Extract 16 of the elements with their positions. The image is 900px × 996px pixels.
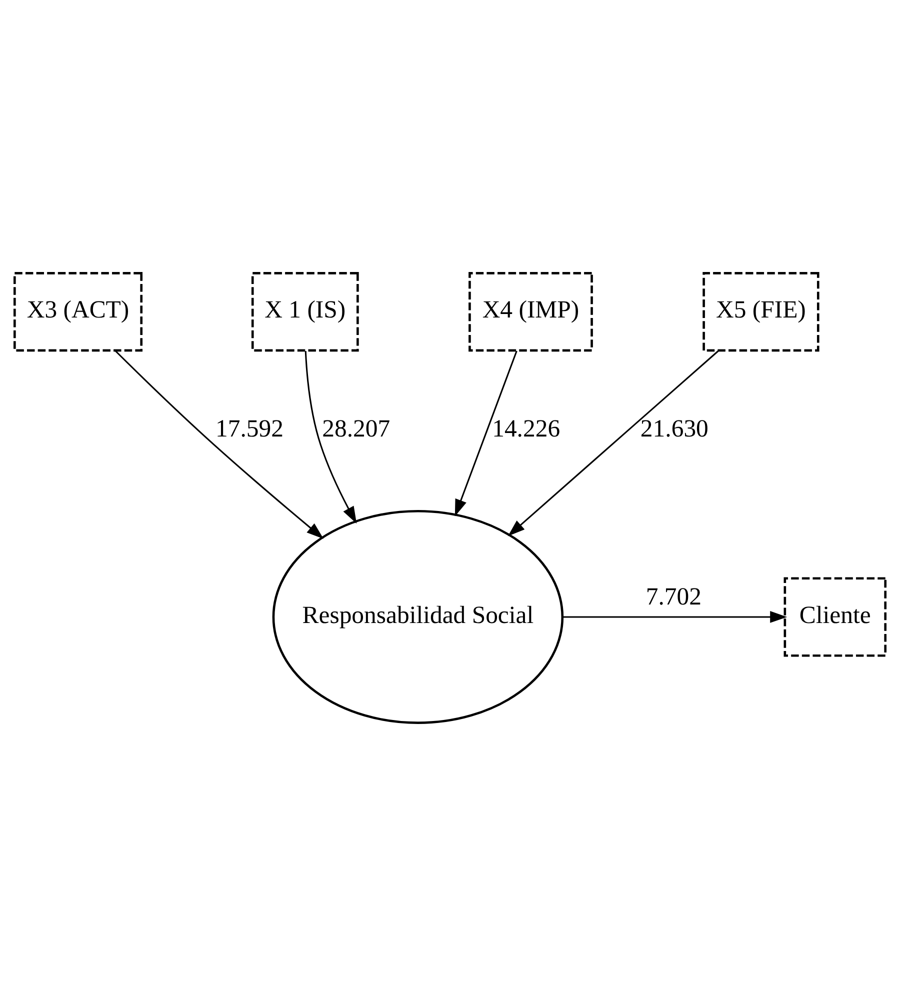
edge-label: 21.630 [640,416,708,443]
arrow [114,350,324,539]
node-box: X3 (ACT) [14,272,143,352]
arrow [562,611,788,623]
node-ellipse: Responsabilidad Social [272,510,564,724]
arrow [508,350,719,536]
edge-label: 17.592 [216,416,284,443]
edge-label: 14.226 [492,416,560,443]
edge-label: 7.702 [646,583,702,610]
arrow [304,350,357,524]
node-box: X 1 (IS) [251,272,359,352]
edge-label: 28.207 [322,416,390,443]
node-box: Cliente [784,577,886,657]
node-box: X5 (FIE) [702,272,820,352]
node-box: X4 (IMP) [468,272,593,352]
arrow [454,350,518,516]
